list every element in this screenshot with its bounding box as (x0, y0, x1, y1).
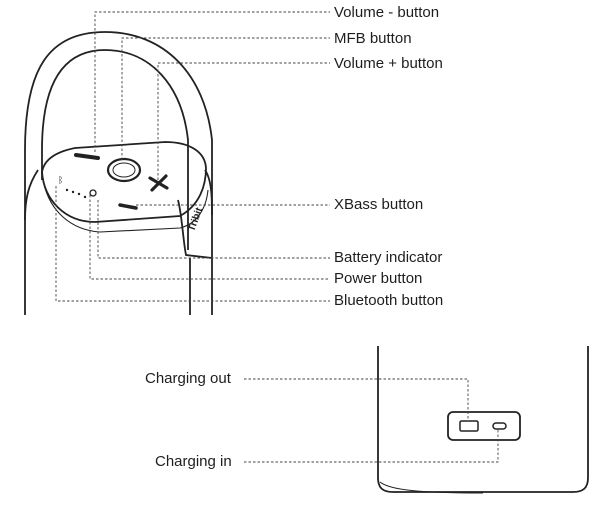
label-volume-plus: Volume + button (334, 55, 443, 72)
label-bluetooth: Bluetooth button (334, 292, 444, 309)
callout-lines-top (55, 11, 330, 302)
usb-a-port-icon (459, 420, 479, 432)
top-panel-rim (43, 183, 209, 233)
port-panel (447, 411, 521, 441)
volume-minus-icon (74, 153, 100, 160)
handle-inner (41, 49, 189, 250)
label-mfb: MFB button (334, 30, 412, 47)
speaker-bottom-illustration (377, 346, 589, 494)
speaker-top-illustration: ᛒ Tribit (24, 31, 213, 315)
handle-strap (177, 199, 213, 259)
power-icon (89, 189, 97, 197)
label-charging-out: Charging out (145, 370, 231, 387)
mfb-button-icon (106, 157, 142, 183)
bluetooth-icon: ᛒ (58, 175, 63, 186)
label-volume-minus: Volume - button (334, 4, 440, 21)
label-charging-in: Charging in (155, 453, 232, 470)
bottom-body-base (377, 477, 589, 493)
battery-indicator-dots (65, 188, 87, 199)
label-battery: Battery indicator (334, 249, 443, 266)
xbass-button-icon (118, 203, 138, 210)
top-panel (41, 141, 207, 223)
body-left-side (24, 169, 39, 221)
label-xbass: XBass button (334, 196, 424, 213)
label-power: Power button (334, 270, 423, 287)
callout-lines-bottom (244, 378, 499, 463)
usb-c-port-icon (492, 422, 507, 430)
volume-plus-icon (148, 174, 169, 192)
handle-outer (24, 31, 213, 315)
